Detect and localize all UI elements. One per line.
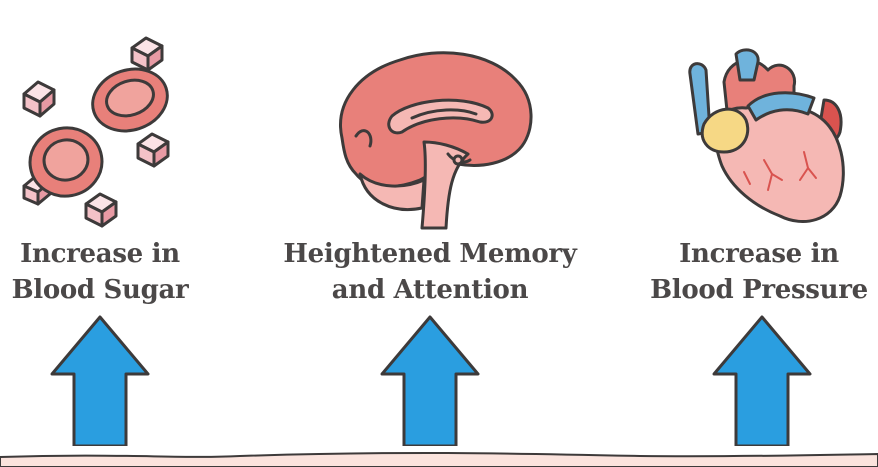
effect-memory-attention: Heightened Memory and Attention: [280, 0, 580, 467]
sugar-cube-2: [130, 36, 164, 72]
effect-blood-pressure: Increase in Blood Pressure: [640, 0, 878, 467]
up-arrow-icon: [380, 315, 480, 446]
sugar-cube-3: [136, 132, 170, 168]
up-arrow-icon: [50, 315, 150, 446]
sugar-cube-1: [22, 80, 56, 118]
sugar-cube-5: [84, 192, 118, 228]
bottom-band: [0, 451, 878, 467]
effect-label: Increase in Blood Sugar: [11, 239, 189, 305]
heart-icon: [688, 48, 845, 224]
effect-label: Heightened Memory and Attention: [283, 239, 577, 305]
up-arrow-icon: [712, 315, 812, 446]
blood-cell-2: [28, 126, 104, 198]
blood-cell-1: [91, 67, 169, 133]
brain-icon: [339, 51, 533, 230]
blood-sugar-icon: [22, 36, 170, 228]
effect-label: Increase in Blood Pressure: [650, 239, 868, 305]
effect-blood-sugar: Increase in Blood Sugar: [0, 0, 200, 467]
